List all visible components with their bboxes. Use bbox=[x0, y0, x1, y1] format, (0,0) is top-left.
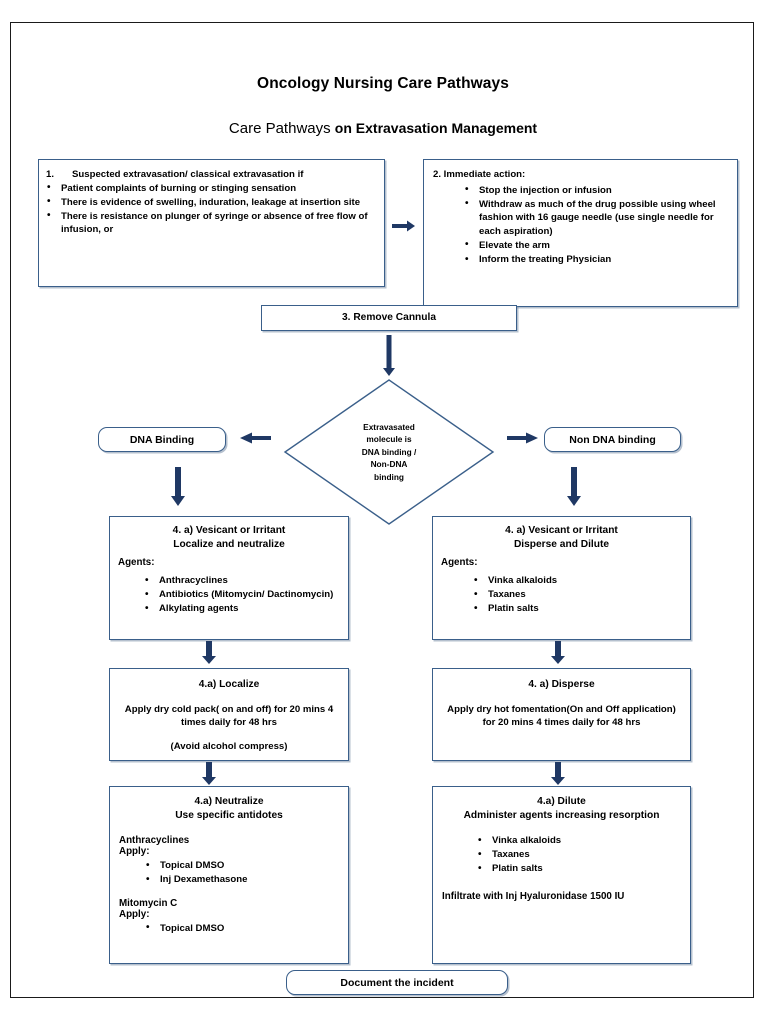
list-item: Taxanes bbox=[473, 588, 682, 602]
remove-cannula-label: 3. Remove Cannula bbox=[342, 312, 436, 324]
right-vesicant-bullet-list: Vinka alkaloids Taxanes Platin salts bbox=[473, 574, 682, 616]
dilute-title-line1: 4.a) Dilute bbox=[537, 796, 586, 807]
right-vesicant-agents-label: Agents: bbox=[441, 557, 478, 568]
arrow-decision-to-dna-binding-icon bbox=[239, 431, 271, 445]
list-item: Inj Dexamethasone bbox=[145, 873, 339, 887]
node-vesicant-localize-neutralize[interactable]: 4. a) Vesicant or Irritant Localize and … bbox=[109, 516, 349, 640]
decision-line: DNA binding / bbox=[361, 446, 417, 457]
list-item: Topical DMSO bbox=[145, 859, 339, 873]
disperse-title: 4. a) Disperse bbox=[528, 679, 595, 690]
neutralize-title-line1: 4.a) Neutralize bbox=[194, 796, 264, 807]
decision-line: Extravasated bbox=[363, 421, 415, 432]
left-vesicant-title-line1: 4. a) Vesicant or Irritant bbox=[172, 525, 286, 536]
arrow-disperse-to-dilute-icon bbox=[550, 762, 566, 786]
localize-note: (Avoid alcohol compress) bbox=[170, 740, 288, 752]
list-item: Vinka alkaloids bbox=[477, 834, 681, 848]
list-item: Elevate the arm bbox=[464, 238, 729, 253]
decision-line: binding bbox=[374, 471, 404, 482]
page-subtitle: Care Pathways on Extravasation Managemen… bbox=[11, 120, 755, 137]
step1-number: 1. bbox=[46, 169, 55, 180]
list-item: There is resistance on plunger of syring… bbox=[46, 209, 375, 237]
node-dna-binding-decision[interactable]: Extravasated molecule is DNA binding / N… bbox=[283, 378, 495, 526]
step1-heading-text: Suspected extravasation/ classical extra… bbox=[72, 169, 304, 180]
localize-title: 4.a) Localize bbox=[198, 679, 260, 690]
step1-heading: 1. Suspected extravasation/ classical ex… bbox=[46, 168, 375, 182]
node-vesicant-disperse-dilute[interactable]: 4. a) Vesicant or Irritant Disperse and … bbox=[432, 516, 691, 640]
page-title: Oncology Nursing Care Pathways bbox=[257, 75, 509, 92]
list-item: There is evidence of swelling, induratio… bbox=[46, 195, 375, 210]
list-item: Patient complaints of burning or stingin… bbox=[46, 181, 375, 196]
arrow-vesicant-left-to-localize-icon bbox=[201, 641, 217, 665]
subtitle-part-bold: on Extravasation Management bbox=[334, 120, 538, 136]
neutralize-group1-apply: Apply: bbox=[119, 846, 150, 857]
neutralize-group2-bullet-list: Topical DMSO bbox=[145, 921, 339, 936]
list-item: Stop the injection or infusion bbox=[464, 183, 729, 198]
arrow-vesicant-right-to-disperse-icon bbox=[550, 641, 566, 665]
node-disperse[interactable]: 4. a) Disperse Apply dry hot fomentation… bbox=[432, 668, 691, 761]
step1-bullet-list: Patient complaints of burning or stingin… bbox=[46, 181, 375, 237]
arrow-non-dna-binding-to-vesicant-right-icon bbox=[566, 467, 582, 507]
step2-heading: 2. Immediate action: bbox=[433, 169, 526, 180]
list-item: Taxanes bbox=[477, 848, 681, 862]
disperse-body: Apply dry hot fomentation(On and Off app… bbox=[447, 703, 676, 729]
list-item: Platin salts bbox=[477, 862, 681, 876]
list-item: Platin salts bbox=[473, 602, 682, 616]
node-immediate-action[interactable]: 2. Immediate action: Stop the injection … bbox=[423, 159, 738, 307]
left-vesicant-title-line2: Localize and neutralize bbox=[173, 538, 285, 550]
neutralize-group2-heading: Mitomycin C bbox=[119, 897, 178, 909]
node-remove-cannula[interactable]: 3. Remove Cannula bbox=[261, 305, 517, 331]
arrow-dna-binding-to-vesicant-left-icon bbox=[170, 467, 186, 507]
non-dna-binding-label: Non DNA binding bbox=[569, 433, 656, 446]
list-item: Topical DMSO bbox=[145, 921, 339, 936]
neutralize-group1-heading: Anthracyclines bbox=[119, 835, 190, 846]
arrow-localize-to-neutralize-icon bbox=[201, 762, 217, 786]
node-document-the-incident[interactable]: Document the incident bbox=[286, 970, 508, 995]
arrow-step1-to-step2-icon bbox=[392, 219, 416, 233]
list-item: Antibiotics (Mitomycin/ Dactinomycin) bbox=[144, 588, 340, 602]
dna-binding-label: DNA Binding bbox=[129, 433, 195, 446]
right-vesicant-title-line1: 4. a) Vesicant or Irritant bbox=[505, 525, 618, 536]
node-dna-binding[interactable]: DNA Binding bbox=[98, 427, 226, 452]
node-neutralize[interactable]: 4.a) Neutralize Use specific antidotes A… bbox=[109, 786, 349, 964]
node-dilute[interactable]: 4.a) Dilute Administer agents increasing… bbox=[432, 786, 691, 964]
node-suspected-extravasation[interactable]: 1. Suspected extravasation/ classical ex… bbox=[38, 159, 385, 287]
list-item: Alkylating agents bbox=[144, 602, 340, 616]
decision-line: Non-DNA bbox=[370, 459, 408, 470]
list-item: Anthracyclines bbox=[144, 574, 340, 588]
dilute-bullet-list: Vinka alkaloids Taxanes Platin salts bbox=[477, 834, 681, 876]
step2-bullet-list: Stop the injection or infusion Withdraw … bbox=[464, 183, 729, 267]
left-vesicant-bullet-list: Anthracyclines Antibiotics (Mitomycin/ D… bbox=[144, 574, 340, 616]
document-incident-label: Document the incident bbox=[340, 976, 454, 989]
list-item: Withdraw as much of the drug possible us… bbox=[464, 197, 729, 239]
arrow-remove-cannula-to-decision-icon bbox=[382, 335, 396, 377]
dilute-title-line2: Administer agents increasing resorption bbox=[463, 809, 660, 821]
localize-body: Apply dry cold pack( on and off) for 20 … bbox=[124, 703, 334, 729]
decision-line: molecule is bbox=[366, 434, 412, 445]
left-vesicant-agents-label: Agents: bbox=[118, 557, 155, 568]
neutralize-group1-bullet-list: Topical DMSO Inj Dexamethasone bbox=[145, 859, 339, 887]
node-localize[interactable]: 4.a) Localize Apply dry cold pack( on an… bbox=[109, 668, 349, 761]
dilute-footer: Infiltrate with Inj Hyaluronidase 1500 I… bbox=[442, 890, 625, 902]
neutralize-group2-apply: Apply: bbox=[119, 908, 150, 920]
neutralize-title-line2: Use specific antidotes bbox=[175, 809, 283, 821]
list-item: Inform the treating Physician bbox=[464, 253, 729, 267]
right-vesicant-title-line2: Disperse and Dilute bbox=[513, 538, 610, 550]
page-frame: Oncology Nursing Care Pathways Care Path… bbox=[10, 22, 754, 998]
node-non-dna-binding[interactable]: Non DNA binding bbox=[544, 427, 681, 452]
arrow-decision-to-non-dna-binding-icon bbox=[507, 431, 539, 445]
subtitle-part-light: Care Pathways bbox=[228, 120, 331, 137]
list-item: Vinka alkaloids bbox=[473, 574, 682, 588]
decision-text: Extravasated molecule is DNA binding / N… bbox=[283, 378, 495, 526]
